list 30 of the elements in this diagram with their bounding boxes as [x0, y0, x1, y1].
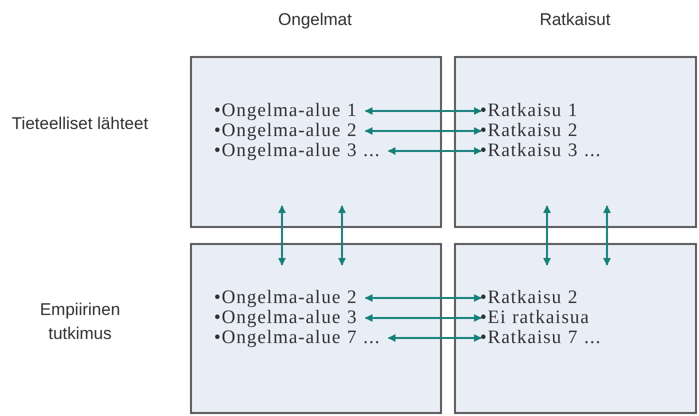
double-arrow — [364, 294, 482, 302]
bullet-item: •Ratkaisu 3 ... — [480, 141, 602, 161]
double-arrow — [364, 107, 482, 115]
row-header: Empiirinen tutkimus — [38, 299, 122, 345]
double-arrow — [388, 334, 482, 342]
quadrant-panel — [454, 243, 697, 414]
bullet-item: •Ongelma-alue 7 ... — [214, 328, 381, 348]
double-arrow — [364, 127, 482, 135]
double-arrow — [338, 205, 346, 266]
bullet-item: •Ratkaisu 2 — [480, 288, 578, 308]
double-arrow — [388, 147, 482, 155]
bullet-item: •Ratkaisu 1 — [480, 101, 578, 121]
row-header: Tieteelliset lähteet — [10, 113, 150, 135]
bullet-item: •Ongelma-alue 2 — [214, 288, 358, 308]
bullet-item: •Ongelma-alue 3 — [214, 308, 358, 328]
quadrant-panel — [190, 243, 442, 414]
double-arrow — [278, 205, 286, 266]
double-arrow — [364, 314, 482, 322]
bullet-item: •Ratkaisu 2 — [480, 121, 578, 141]
column-header: Ratkaisut — [538, 9, 612, 31]
bullet-item: •Ei ratkaisua — [480, 308, 590, 328]
column-header: Ongelmat — [277, 9, 353, 31]
double-arrow — [543, 205, 551, 266]
bullet-item: •Ongelma-alue 2 — [214, 121, 358, 141]
quadrant-panel — [454, 56, 697, 228]
bullet-item: •Ongelma-alue 3 ... — [214, 141, 381, 161]
bullet-item: •Ongelma-alue 1 — [214, 101, 358, 121]
double-arrow — [603, 205, 611, 266]
bullet-item: •Ratkaisu 7 ... — [480, 328, 602, 348]
quadrant-panel — [190, 56, 442, 228]
